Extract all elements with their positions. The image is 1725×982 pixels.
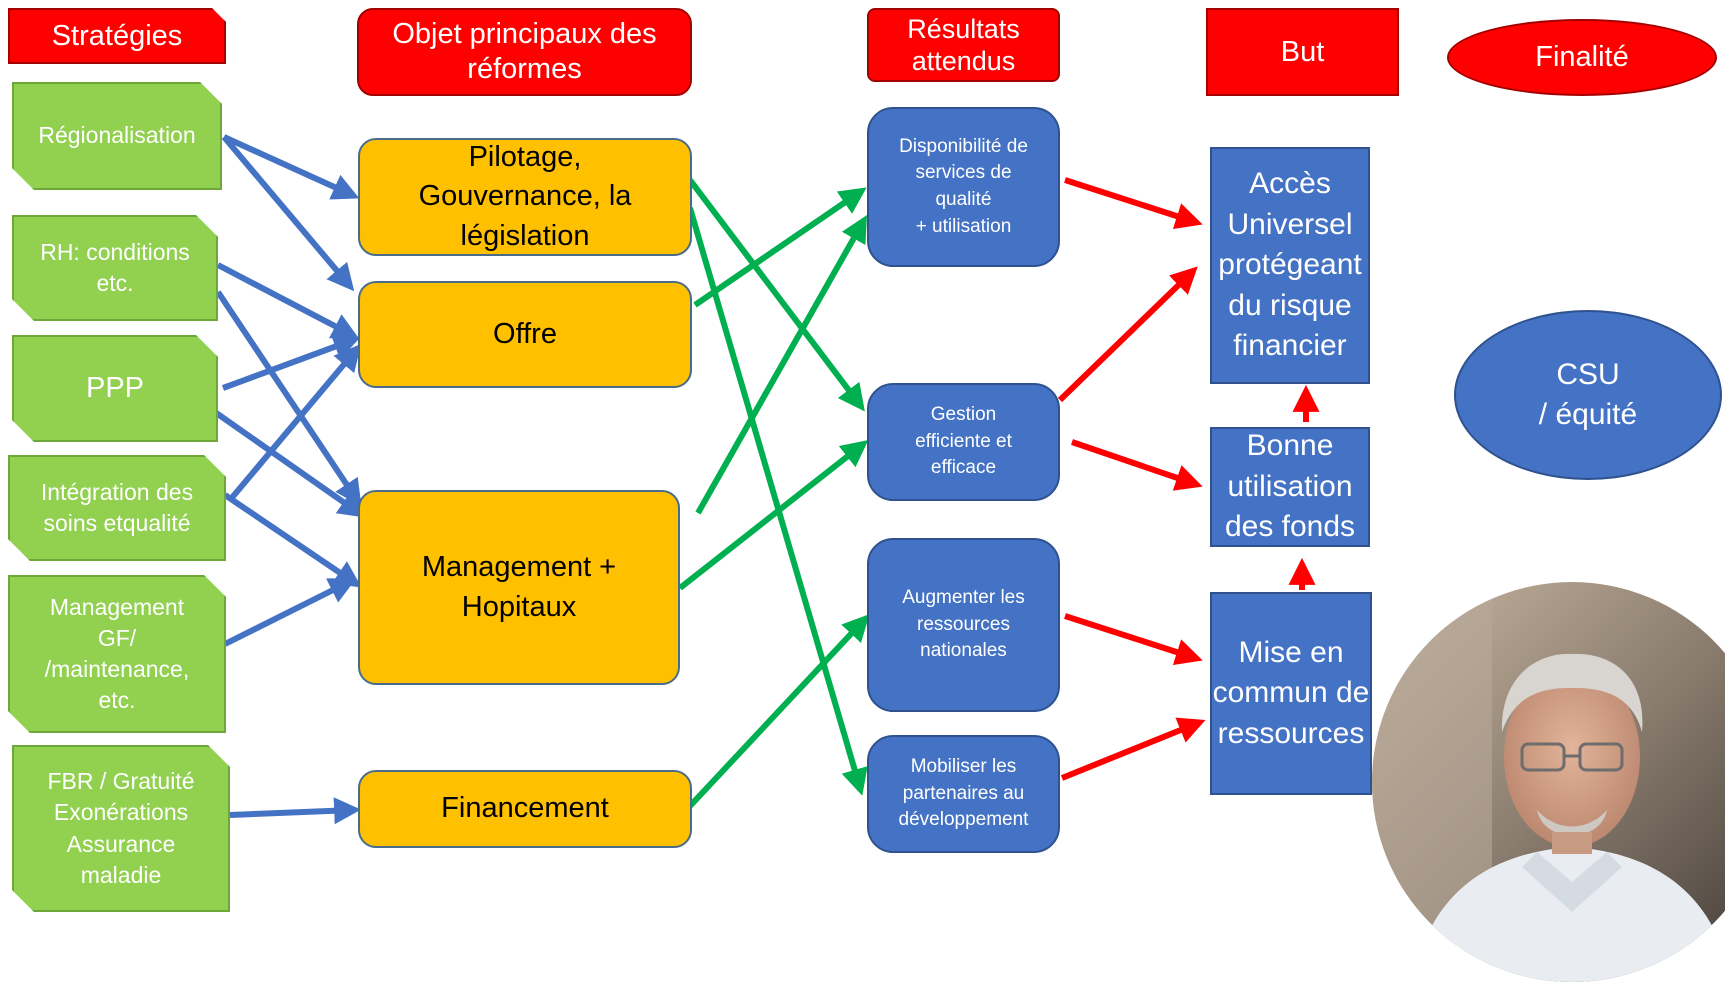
arrow-fbr-financement	[229, 797, 362, 825]
strategy-integration-soins: Intégration des soins etqualité	[8, 455, 226, 561]
result-mobiliser-partenaires: Mobiliser les partenaires au développeme…	[867, 735, 1060, 853]
object-offre: Offre	[358, 281, 692, 388]
arrow-ppp-offre	[221, 333, 361, 391]
arrow-disponibilite-acces	[1064, 177, 1203, 230]
arrow-offre-disponibilite	[693, 187, 867, 308]
arrow-gestion-acces	[1057, 266, 1198, 403]
object-pilotage: Pilotage, Gouvernance, la législation	[358, 138, 692, 256]
goal-acces-universel: Accès Universel protégeant du risque fin…	[1210, 147, 1370, 384]
arrow-gestion-bonne	[1071, 439, 1203, 491]
header-finality: Finalité	[1447, 19, 1717, 96]
arrow-rh-management	[215, 290, 362, 507]
arrow-pilotage-mobiliser	[687, 207, 868, 796]
arrow-regionalisation-pilotage	[222, 134, 360, 200]
header-results: Résultats attendus	[867, 8, 1060, 82]
strategy-fbr-gratuite: FBR / Gratuité Exonérations Assurance ma…	[12, 745, 230, 912]
result-augmenter-ressources: Augmenter les ressources nationales	[867, 538, 1060, 712]
header-goal: But	[1206, 8, 1399, 96]
arrow-regionalisation-offre	[221, 135, 355, 292]
goal-mise-en-commun: Mise en commun de ressources	[1210, 592, 1372, 795]
flow-arrows	[210, 134, 1320, 825]
arrow-mgmtgf-management	[223, 578, 357, 647]
goal-bonne-utilisation: Bonne utilisation des fonds	[1210, 427, 1370, 547]
strategy-regionalisation: Régionalisation	[12, 82, 222, 190]
arrow-mobiliser-mise	[1060, 717, 1206, 781]
arrow-pilotage-gestion	[687, 178, 865, 412]
arrow-rh-offre	[216, 262, 360, 339]
finality-csu-equite: CSU / équité	[1454, 310, 1722, 480]
arrow-management-disponibilite	[695, 214, 867, 515]
arrow-financement-augmenter	[687, 614, 870, 809]
arrow-integration-offre	[227, 343, 362, 502]
strategy-management-gf: Management GF/ /maintenance, etc.	[8, 575, 226, 733]
arrow-ppp-management	[210, 407, 366, 518]
header-objects: Objet principaux des réformes	[357, 8, 692, 96]
result-gestion: Gestion efficiente et efficace	[867, 383, 1060, 501]
object-financement: Financement	[358, 770, 692, 848]
arrow-integration-management	[223, 492, 362, 588]
header-strategies: Stratégies	[8, 8, 226, 64]
result-disponibilite: Disponibilité de services de qualité + u…	[867, 107, 1060, 267]
strategy-ppp: PPP	[12, 335, 218, 442]
arrow-management-gestion	[678, 439, 869, 591]
strategy-rh-conditions: RH: conditions etc.	[12, 215, 218, 321]
arrow-augmenter-mise	[1064, 613, 1203, 666]
object-management-hopitaux: Management + Hopitaux	[358, 490, 680, 685]
